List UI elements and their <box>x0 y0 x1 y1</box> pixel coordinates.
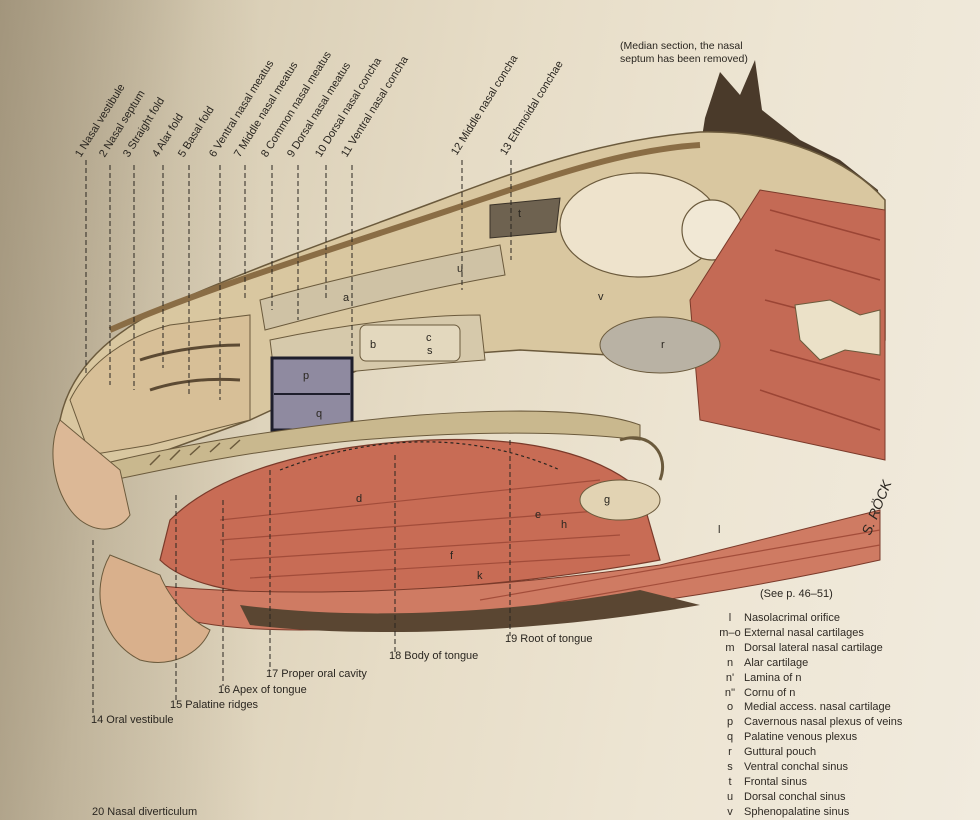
legend-letter: u <box>726 790 734 803</box>
vertebra <box>794 299 881 361</box>
legend-letter: n'' <box>724 686 736 699</box>
hard-palate <box>79 410 641 486</box>
legend-row: u Dorsal conchal sinus <box>716 790 902 805</box>
legend-letter: l <box>728 612 732 624</box>
legend-text: Cornu of n <box>744 686 796 699</box>
legend-letter: m–o <box>719 626 741 639</box>
letter-t: t <box>518 208 522 220</box>
larynx <box>579 479 661 521</box>
legend-row: n' Lamina of n <box>716 671 902 686</box>
legend-row: p Cavernous nasal plexus of veins <box>716 715 902 730</box>
dorsal-nasal-concha <box>259 244 506 331</box>
tongue <box>159 438 661 596</box>
legend-row: n Alar cartilage <box>716 656 902 671</box>
see-page-reference: (See p. 46–51) <box>760 588 833 600</box>
legend-text: Dorsal lateral nasal cartilage <box>744 641 883 654</box>
legend-text: Cavernous nasal plexus of veins <box>744 716 903 729</box>
label-palatine-ridges: 15 Palatine ridges <box>170 699 259 711</box>
nasal-vestibule-region <box>69 314 251 456</box>
legend-row: o Medial access. nasal cartilage <box>716 700 902 715</box>
neck-muscles <box>689 189 886 461</box>
letter-s: s <box>427 345 433 357</box>
legend-letter: r <box>728 746 732 759</box>
legend-letter: m <box>725 641 735 654</box>
legend-text: Nasolacrimal orifice <box>744 612 840 624</box>
legend-row: n'' Cornu of n <box>716 686 902 701</box>
legend-letter: p <box>726 716 734 729</box>
legend-text: Palatine venous plexus <box>744 731 858 744</box>
legend-text: Dorsal conchal sinus <box>744 790 846 803</box>
upper-lip <box>52 419 131 530</box>
legend-letter: s <box>727 761 733 774</box>
top-leader-lines <box>85 160 512 400</box>
legend-letter: v <box>727 805 733 818</box>
legend-letter: o <box>726 701 734 714</box>
legend-letter: t <box>728 775 732 788</box>
legend-text: Lamina of n <box>744 671 802 684</box>
legend-letter: q <box>726 731 734 744</box>
letter-d: d <box>356 493 363 505</box>
conchal-sinus <box>359 324 461 362</box>
legend-text: Guttural pouch <box>744 746 817 759</box>
guttural-pouch <box>599 316 721 374</box>
legend-text: Medial access. nasal cartilage <box>744 701 891 714</box>
legend-text: Frontal sinus <box>744 775 807 788</box>
legend-text: Sphenopalatine sinus <box>744 805 850 818</box>
legend-letter: n' <box>725 671 735 684</box>
letter-q: q <box>316 408 323 420</box>
bottom-leader-lines <box>92 440 511 714</box>
label-proper-oral-cavity: 17 Proper oral cavity <box>266 668 367 680</box>
legend-text: Ventral conchal sinus <box>744 761 848 774</box>
dorsal-nasal-skin <box>108 142 701 333</box>
letter-c: c <box>426 332 432 344</box>
letter-h: h <box>561 519 568 531</box>
letter-r: r <box>661 339 665 351</box>
legend-letter: n <box>726 656 734 669</box>
tongue-dashed-arc <box>279 441 561 471</box>
chin-hair <box>240 590 700 633</box>
legend-row: s Ventral conchal sinus <box>716 760 902 775</box>
epiglottis <box>619 436 665 481</box>
caption-line-1: (Median section, the nasal <box>620 40 743 52</box>
legend-text: External nasal cartilages <box>744 626 864 639</box>
frontal-sinus <box>489 197 561 239</box>
lower-lip <box>99 554 211 663</box>
letter-u: u <box>457 263 464 275</box>
letter-b: b <box>370 339 377 351</box>
legend-text: Alar cartilage <box>744 656 809 669</box>
letter-e: e <box>535 509 542 521</box>
figure-caption: (Median section, the nasal septum has be… <box>620 40 748 66</box>
label-nasal-diverticulum: 20 Nasal diverticulum <box>92 806 198 818</box>
label-body-of-tongue: 18 Body of tongue <box>389 650 479 662</box>
letter-f: f <box>450 550 454 562</box>
legend-row: v Sphenopalatine sinus <box>716 805 902 820</box>
legend-row: t Frontal sinus <box>716 775 902 790</box>
legend-row: r Guttural pouch <box>716 745 902 760</box>
letter-v: v <box>598 291 604 303</box>
label-root-of-tongue: 19 Root of tongue <box>505 633 593 645</box>
caption-line-2: septum has been removed) <box>620 53 748 65</box>
legend-row: q Palatine venous plexus <box>716 730 902 745</box>
legend-row: l Nasolacrimal orifice <box>716 611 902 626</box>
label-apex-of-tongue: 16 Apex of tongue <box>218 684 307 696</box>
letter-p: p <box>303 370 310 382</box>
label-oral-vestibule: 14 Oral vestibule <box>91 714 174 726</box>
lower-jaw-muscle <box>149 509 881 631</box>
letter-a: a <box>343 292 350 304</box>
letter-k: k <box>477 570 483 582</box>
legend-row: m Dorsal lateral nasal cartilage <box>716 641 902 656</box>
letter-l: l <box>718 524 721 536</box>
letter-g: g <box>604 494 611 506</box>
